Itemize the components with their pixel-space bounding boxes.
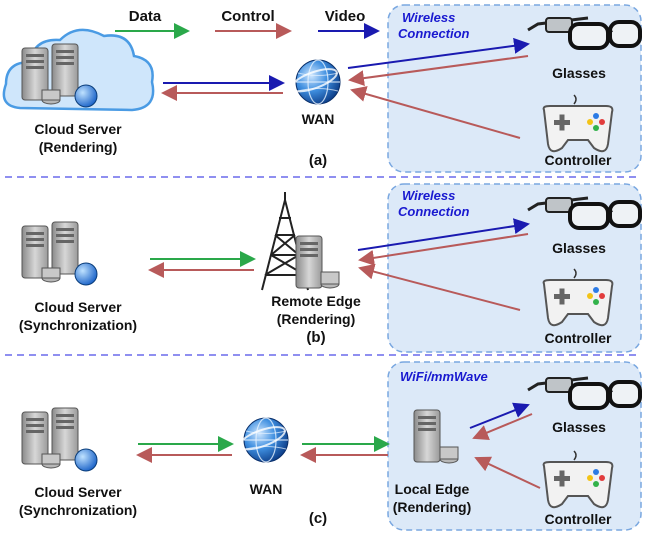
wireless-label-line1: Wireless [402,10,455,25]
wireless-label: WiFi/mmWave [400,369,488,384]
arrow-control-controller-edge [358,263,521,311]
controller-label: Controller [545,152,612,168]
wireless-label-line1: Wireless [402,188,455,203]
arrow-control-glasses-edge [358,233,529,266]
wireless-label-line2: Connection [398,204,470,219]
edge-server-icon [413,409,441,463]
storage-icon [320,271,340,285]
arrow-control-glasses-edge [472,413,533,441]
server-label-line1: Cloud Server [34,484,122,500]
arrow-video-edge-glasses [469,402,530,429]
globe-icon [287,59,341,105]
arrow-control-glasses-wan [348,55,529,87]
cloud-server-icon [22,222,97,285]
controller-label: Controller [545,511,612,527]
arrow-video-edge-glasses [357,218,530,251]
panel-b: Wireless Connection Cloud Server (Synchr… [19,183,642,353]
legend: Data Control Video [115,8,380,39]
legend-video-label: Video [325,8,366,25]
legend-control-label: Control [221,8,274,25]
server-label-line2: (Synchronization) [19,317,137,333]
glasses-label: Glasses [552,65,606,81]
caption-c: (c) [309,510,327,527]
panel-a: Wireless Connection Cloud Server (Render… [2,4,642,173]
caption-a: (a) [309,152,327,169]
globe-icon [235,417,289,463]
arrow-video-wan-glasses [347,37,530,69]
caption-b: (b) [306,329,325,346]
glasses-label: Glasses [552,419,606,435]
legend-data-label: Data [129,8,162,25]
arrow-control-controller-wan [350,86,521,139]
arrow-control-controller-edge [474,456,541,489]
server-label-line2: (Synchronization) [19,502,137,518]
server-label-line1: Cloud Server [34,299,122,315]
controller-label: Controller [545,330,612,346]
edge-label-line2: (Rendering) [393,499,472,515]
panel-c: WiFi/mmWave Cloud Server (Synchronizatio… [19,361,642,531]
glasses-label: Glasses [552,240,606,256]
server-label-line1: Cloud Server [34,121,122,137]
wan-label: WAN [302,111,335,127]
server-label-line2: (Rendering) [39,139,118,155]
edge-server-icon [295,235,323,289]
edge-label-line2: (Rendering) [277,311,356,327]
wireless-label-line2: Connection [398,26,470,41]
cloud-server-icon [22,408,97,471]
edge-label-line1: Remote Edge [271,293,361,309]
storage-icon [439,446,459,460]
wan-label: WAN [250,481,283,497]
edge-label-line1: Local Edge [395,481,470,497]
